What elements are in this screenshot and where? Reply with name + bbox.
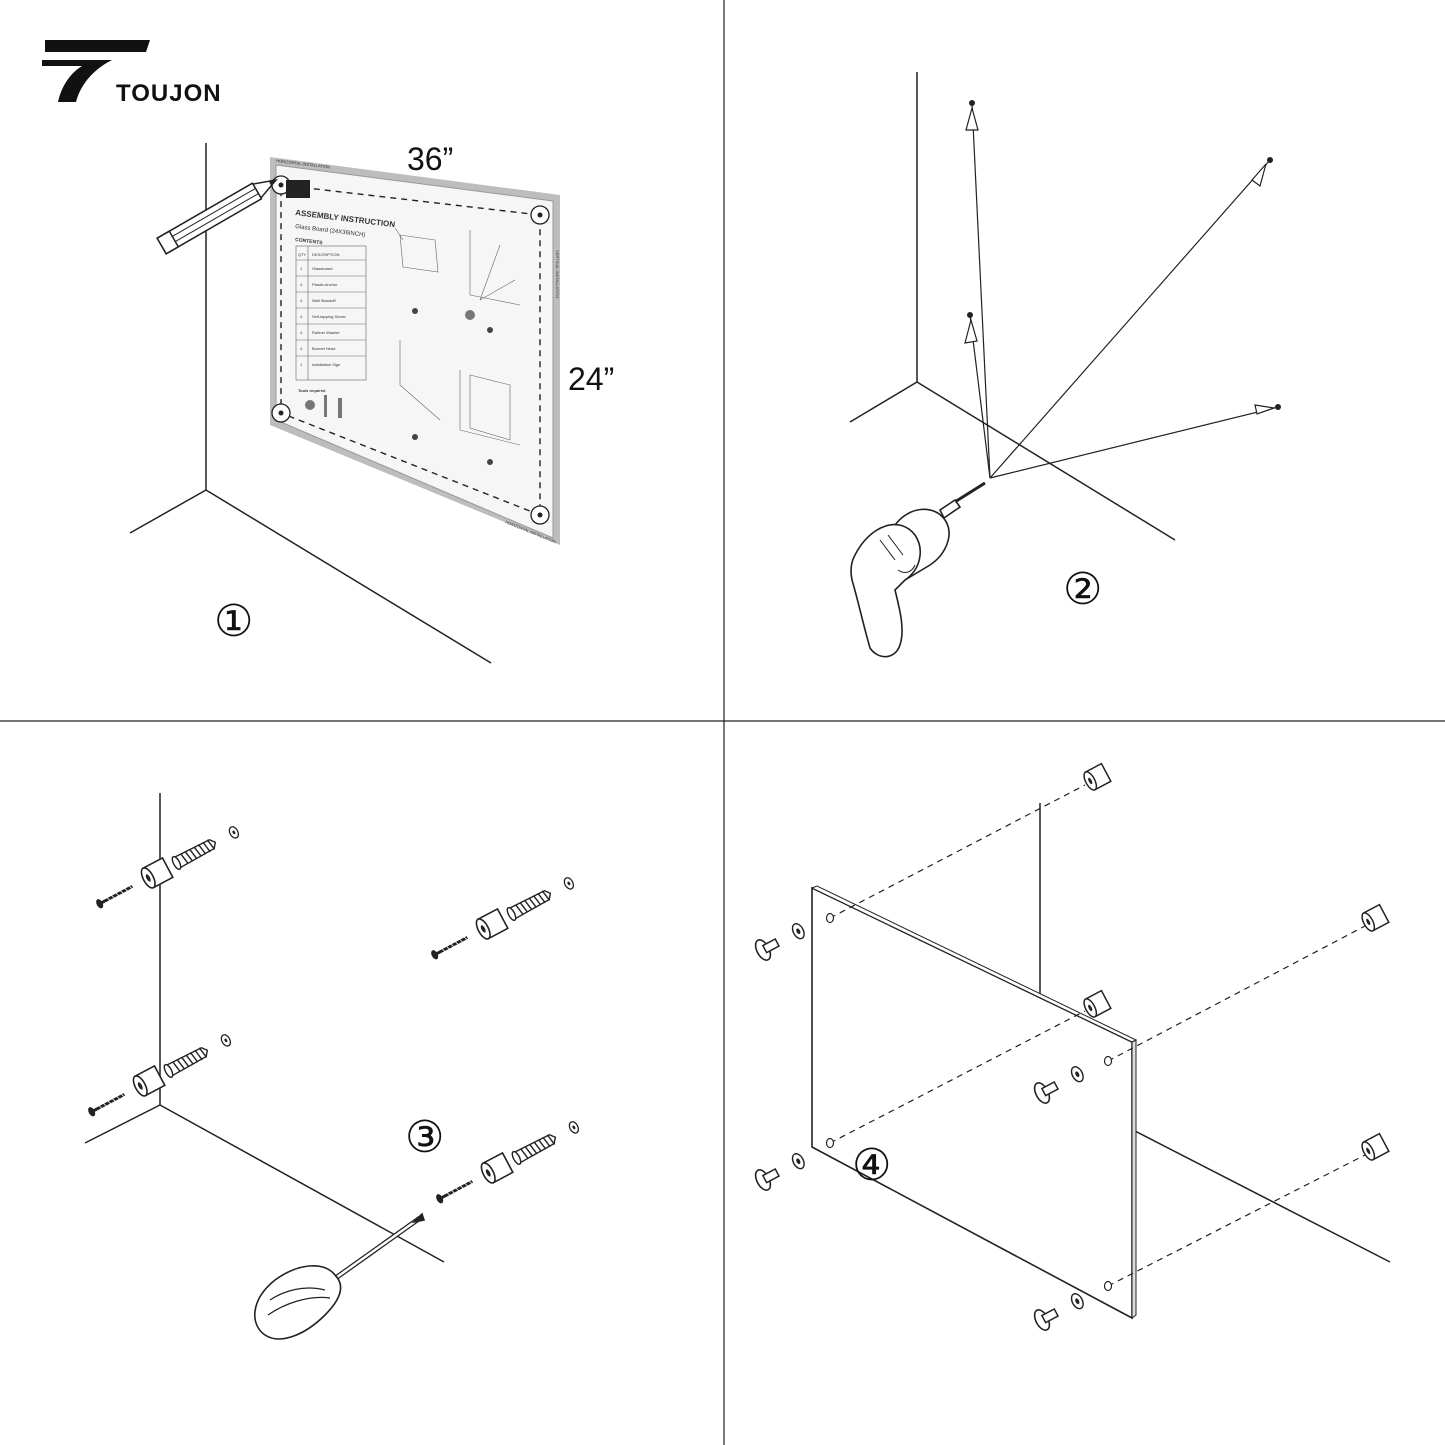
template-row-qty: 4 [300,314,303,319]
template-row-desc: Bonnet Head [312,346,335,351]
screw-icon [88,1092,126,1117]
template-row-desc: Wall Standoff [312,298,336,303]
template-row-qty: 4 [300,346,303,351]
standoff-icon [1361,903,1390,932]
screw-icon [96,884,134,909]
paper-template: HORIZONTAL INSTALLATION HORIZONTAL INSTA… [270,157,560,545]
board-hole [825,1137,835,1149]
screw-icon [431,935,469,960]
panel-1: HORIZONTAL INSTALLATION HORIZONTAL INSTA… [129,141,614,664]
anchor-icon [511,1133,557,1165]
template-mini-diagrams [394,227,521,446]
template-row-desc: Rubber Washer [312,330,341,335]
washer-icon [228,826,240,839]
hardware-sets [88,826,580,1204]
panel-4: ④ [754,762,1391,1331]
step-1-label: ① [214,596,253,647]
template-col-qty: QTY [298,252,307,257]
screw-icon [436,1179,474,1204]
hardware-set [96,826,240,909]
drill-direction-arrows [964,102,1279,479]
template-contents: CONTENTS [295,237,324,246]
template-row-qty: 4 [300,282,303,287]
board-fasteners [754,762,1390,1331]
step-3-label: ③ [405,1112,444,1163]
screwdriver-icon [253,1212,426,1340]
step-2-label: ② [1063,564,1102,615]
glass-board-icon [810,885,1138,1320]
template-logo [286,180,310,198]
cap-icon [754,1153,805,1191]
standoff-icon [1361,1132,1390,1161]
template-edge-side: VERTICAL INSTALLATION [555,250,560,298]
template-row-desc: Installation Sign [312,362,340,367]
standoff-icon [140,856,174,889]
template-row-desc: Plastic Anchor [312,282,338,287]
template-mini-dots [305,308,493,465]
cap-icon [1033,1066,1084,1104]
template-row-qty: 1 [300,266,303,271]
board-hole [1103,1280,1113,1292]
template-row-desc: Self-tapping Screw [312,314,346,319]
template-tools: Tools required [298,388,326,393]
anchor-icon [163,1046,209,1078]
board-hole [825,912,835,924]
template-edge-top: HORIZONTAL INSTALLATION [276,158,331,170]
brand-name: TOUJON [116,80,222,107]
standoff-icon [1083,989,1112,1018]
template-row-qty: 4 [300,330,303,335]
cap-icon [1033,1293,1084,1331]
standoff-icon [1083,762,1112,791]
standoff-icon [132,1064,166,1097]
alignment-lines [829,784,1366,1287]
drill-target-points [967,100,1281,410]
washer-icon [568,1121,580,1134]
panel-3: ③ [84,793,580,1340]
drill-icon [850,481,986,658]
hardware-set [431,877,575,960]
brand-logo: TOUJON [42,40,222,107]
mounting-hole-marks [271,175,550,525]
step-4-label: ④ [852,1140,891,1191]
template-row-desc: Glassboard [312,266,332,271]
template-parts-table: QTY DESCRIPTION 1 Glassboard 4 Plastic Anch… [295,245,367,381]
panel-2: ② [849,72,1281,658]
height-dimension-label: 24” [568,361,614,397]
anchor-icon [171,838,217,870]
standoff-icon [475,907,509,940]
template-row-qty: 1 [300,362,303,367]
hardware-set [88,1034,232,1117]
template-col-desc: DESCRIPTION [312,252,339,257]
washer-icon [220,1034,232,1047]
cap-icon [754,923,805,961]
washer-icon [563,877,575,890]
pencil-icon [156,178,278,255]
template-row-qty: 4 [300,298,303,303]
standoff-icon [480,1151,514,1184]
width-dimension-label: 36” [407,141,453,177]
board-hole [1103,1055,1113,1067]
hardware-set [436,1121,580,1204]
anchor-icon [506,889,552,921]
